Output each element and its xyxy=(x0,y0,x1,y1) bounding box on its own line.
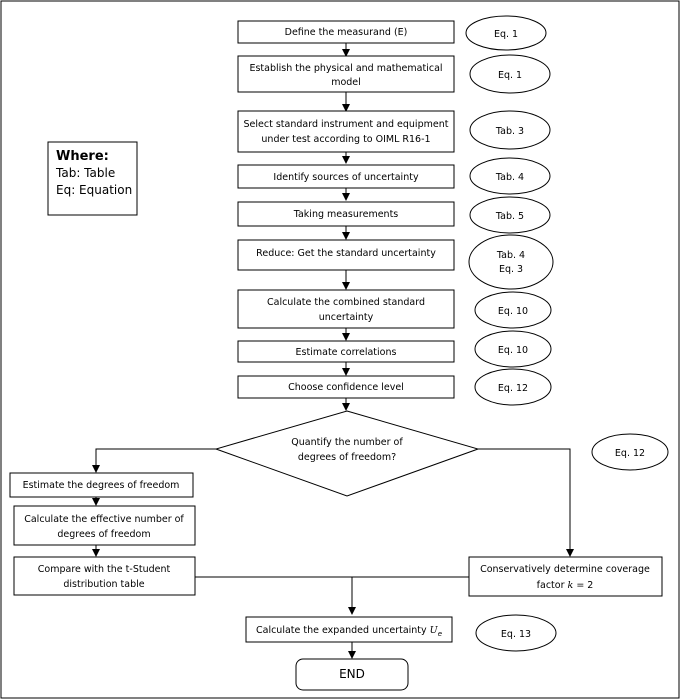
svg-text:Eq. 1: Eq. 1 xyxy=(494,29,518,40)
svg-text:Tab. 3: Tab. 3 xyxy=(495,126,524,137)
svg-text:Calculate the effective number: Calculate the effective number of xyxy=(24,514,184,525)
svg-text:Eq. 10: Eq. 10 xyxy=(498,306,528,317)
svg-text:under test according to OIML R: under test according to OIML R16-1 xyxy=(261,134,430,145)
ref-ellipse-1: Eq. 1 xyxy=(465,15,547,51)
connectors xyxy=(92,43,574,659)
svg-text:Eq. 10: Eq. 10 xyxy=(498,345,528,356)
svg-text:distribution table: distribution table xyxy=(63,579,144,590)
svg-text:factor k = 2: factor k = 2 xyxy=(537,580,594,591)
ref-ellipse-11: Eq. 13 xyxy=(475,614,557,652)
legend-box xyxy=(47,141,138,216)
ref-ellipse-7: Eq. 10 xyxy=(474,291,552,329)
svg-text:model: model xyxy=(331,77,361,88)
decision-dof: Quantify the number of degrees of freedo… xyxy=(214,410,480,497)
svg-text:Tab. 5: Tab. 5 xyxy=(495,211,524,222)
ref-ellipse-2: Eq. 1 xyxy=(469,54,551,94)
step-effective-dof: Calculate the effective number of degree… xyxy=(13,505,196,546)
svg-text:END: END xyxy=(339,667,365,681)
arrow-right-branch xyxy=(478,448,574,557)
svg-text:Compare with the t-Student: Compare with the t-Student xyxy=(38,564,171,575)
svg-text:Reduce: Get the standard uncer: Reduce: Get the standard uncertainty xyxy=(256,248,436,259)
ref-ellipse-6: Tab. 4 Eq. 3 xyxy=(468,234,554,290)
step-select: Select standard instrument and equipment… xyxy=(237,110,455,153)
step-establish: Establish the physical and mathematical … xyxy=(237,55,455,93)
step-combined: Calculate the combined standard uncertai… xyxy=(237,289,455,329)
legend-title: Where: xyxy=(56,149,109,164)
ref-ellipse-5: Tab. 5 xyxy=(469,196,551,234)
step-taking: Taking measurements xyxy=(237,201,455,227)
step-compare: Compare with the t-Student distribution … xyxy=(13,556,196,596)
svg-text:Estimate the degrees of freedo: Estimate the degrees of freedom xyxy=(23,480,180,491)
svg-text:uncertainty: uncertainty xyxy=(319,312,374,323)
ref-ellipse-10: Eq. 12 xyxy=(591,433,669,471)
svg-text:Eq. 12: Eq. 12 xyxy=(498,383,528,394)
svg-text:Quantify the number of: Quantify the number of xyxy=(291,437,403,448)
svg-text:Calculate the expanded uncerta: Calculate the expanded uncertainty Ue xyxy=(256,625,442,638)
svg-text:degrees of freedom: degrees of freedom xyxy=(57,529,150,540)
ref-ellipse-9: Eq. 12 xyxy=(474,368,552,406)
svg-text:Tab. 4: Tab. 4 xyxy=(496,250,525,261)
svg-text:Tab. 4: Tab. 4 xyxy=(495,172,524,183)
step-identify: Identify sources of uncertainty xyxy=(237,164,455,189)
svg-text:Eq. 12: Eq. 12 xyxy=(615,448,645,459)
svg-text:degrees of freedom?: degrees of freedom? xyxy=(298,452,396,463)
svg-text:Estimate correlations: Estimate correlations xyxy=(296,347,397,358)
svg-text:Define the measurand (E): Define the measurand (E) xyxy=(285,27,408,38)
step-conservative: Conservatively determine coverage factor… xyxy=(468,556,663,597)
svg-text:Taking measurements: Taking measurements xyxy=(293,209,399,220)
legend: Where: Tab: Table Eq: Equation xyxy=(47,141,138,216)
step-correlations: Estimate correlations xyxy=(237,340,455,363)
arrow-left-branch xyxy=(92,448,216,473)
svg-text:Eq. 1: Eq. 1 xyxy=(498,70,522,81)
svg-text:Eq. 3: Eq. 3 xyxy=(499,264,523,275)
svg-text:Eq. 13: Eq. 13 xyxy=(501,629,531,640)
svg-text:Calculate the combined standar: Calculate the combined standard xyxy=(267,297,425,308)
svg-text:Identify sources of uncertaint: Identify sources of uncertainty xyxy=(273,172,419,183)
step-reduce: Reduce: Get the standard uncertainty xyxy=(237,239,455,271)
step-confidence: Choose confidence level xyxy=(237,375,455,399)
svg-text:Select standard instrument and: Select standard instrument and equipment xyxy=(244,119,449,130)
end-terminator: END xyxy=(295,658,409,691)
step-expanded: Calculate the expanded uncertainty Ue xyxy=(245,616,453,643)
ref-ellipse-3: Tab. 3 xyxy=(469,110,551,150)
ref-ellipse-4: Tab. 4 xyxy=(469,157,551,195)
legend-table: Tab: Table xyxy=(55,166,115,180)
step-estimate-dof: Estimate the degrees of freedom xyxy=(9,472,194,498)
svg-text:Conservatively determine cover: Conservatively determine coverage xyxy=(480,564,650,575)
svg-text:Establish the physical and mat: Establish the physical and mathematical xyxy=(249,63,442,74)
svg-text:Choose confidence level: Choose confidence level xyxy=(288,382,404,393)
step-define: Define the measurand (E) xyxy=(237,20,455,44)
ref-ellipse-8: Eq. 10 xyxy=(474,330,552,368)
legend-equation: Eq: Equation xyxy=(56,183,132,197)
